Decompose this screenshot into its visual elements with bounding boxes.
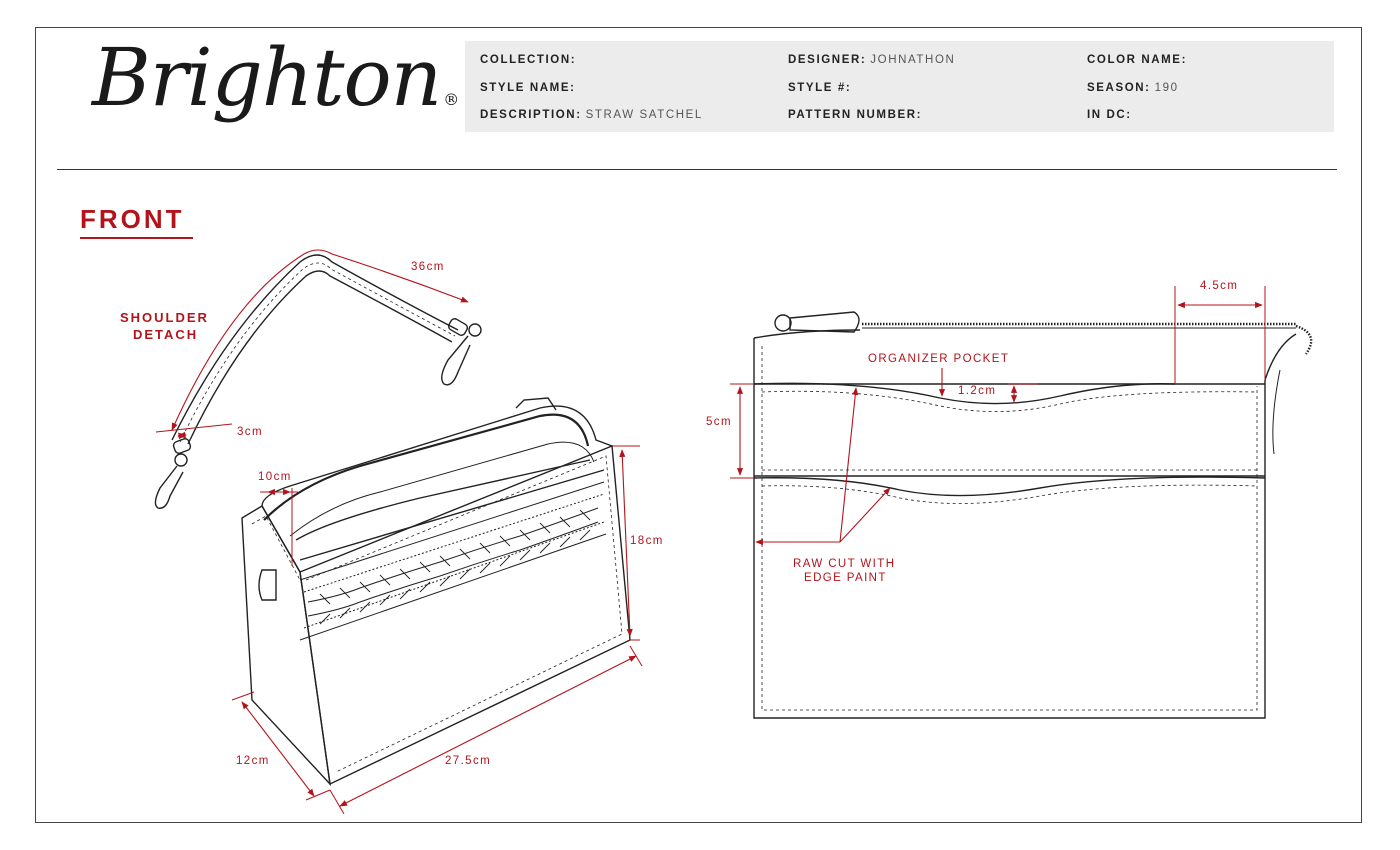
raw-cut-pointers <box>755 387 891 546</box>
width-dimension <box>339 655 637 807</box>
zip-end-label: 4.5cm <box>1200 280 1238 292</box>
pocket-height-label: 5cm <box>706 416 732 428</box>
description-field: DESCRIPTION:STRAW SATCHEL <box>480 109 703 121</box>
color-name-field: COLOR NAME: <box>1087 54 1188 66</box>
top-depth-label: 10cm <box>258 471 292 483</box>
interior-flat-view <box>753 311 1313 719</box>
pocket-dip-label: 1.2cm <box>958 385 996 397</box>
braided-band <box>299 481 607 641</box>
style-name-field: STYLE NAME: <box>480 82 576 94</box>
pattern-number-field: PATTERN NUMBER: <box>788 109 923 121</box>
strap-width-dimension <box>155 423 233 433</box>
width-label: 27.5cm <box>445 755 491 767</box>
strap-length-dimension <box>171 249 469 431</box>
spec-info-panel: COLLECTION: STYLE NAME: DESCRIPTION:STRA… <box>465 41 1334 132</box>
depth-label: 12cm <box>236 755 270 767</box>
shoulder-detach-label-line2: DETACH <box>133 327 198 342</box>
section-title-underline <box>80 237 193 239</box>
raw-cut-label-line2: EDGE PAINT <box>804 572 887 584</box>
spec-sheet-frame <box>35 27 1362 823</box>
height-label: 18cm <box>630 535 664 547</box>
satchel-body <box>241 397 631 787</box>
strap-length-label: 36cm <box>411 261 445 273</box>
season-field: SEASON:190 <box>1087 82 1179 94</box>
style-number-field: STYLE #: <box>788 82 852 94</box>
raw-cut-label-line1: RAW CUT WITH <box>793 558 895 570</box>
shoulder-detach-label-line1: SHOULDER <box>120 310 209 325</box>
collection-field: COLLECTION: <box>480 54 577 66</box>
depth-dimension <box>241 701 315 797</box>
organizer-pocket-label: ORGANIZER POCKET <box>868 353 1009 365</box>
brand-logo: Brighton® <box>92 31 459 124</box>
in-dc-field: IN DC: <box>1087 109 1132 121</box>
header-divider <box>57 169 1337 170</box>
section-title: FRONT <box>80 204 185 234</box>
designer-field: DESIGNER:JOHNATHON <box>788 54 956 66</box>
strap-width-label: 3cm <box>237 426 263 438</box>
height-dimension <box>619 449 633 637</box>
